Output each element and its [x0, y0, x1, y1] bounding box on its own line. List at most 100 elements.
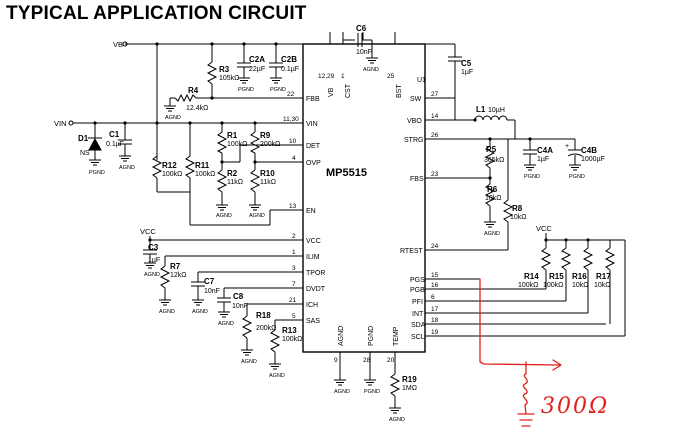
- ref-r19: R19: [402, 375, 417, 384]
- handwritten-annotation: 300Ω: [479, 278, 607, 427]
- ic-u1: MP5515 U1 12,29 VB 1 CST 25 BST 22 FBB 1…: [150, 32, 625, 380]
- pin-ovp: OVP: [306, 160, 321, 167]
- ic-name: MP5515: [326, 167, 367, 179]
- pin-num-int: 17: [431, 306, 439, 313]
- gnd-label-c1: AGND: [119, 165, 135, 171]
- pin-temp: TEMP: [393, 326, 400, 346]
- gnd-label-c4a: PGND: [524, 174, 540, 180]
- diode-d1: D1 NS PGND: [78, 123, 105, 176]
- right-pins: 27 SW 14 VBO 26 STRG 23 FBS 24 RTEST 15 …: [400, 91, 625, 341]
- gnd-label-r19: AGND: [389, 417, 405, 423]
- val-d1: NS: [80, 150, 90, 157]
- ref-r13: R13: [282, 326, 297, 335]
- net-label-vin: VIN: [54, 119, 67, 128]
- vin-rail: VIN: [54, 119, 303, 128]
- ref-r14: R14: [524, 272, 539, 281]
- pin-int: INT: [412, 311, 424, 318]
- resistor-r14: R14 100kΩ: [518, 240, 552, 289]
- val-r9: 200kΩ: [260, 141, 280, 148]
- val-r12: 100kΩ: [162, 171, 182, 178]
- cap-c7: C7 10nF AGND: [191, 272, 220, 315]
- pin-num-det: 10: [289, 138, 297, 145]
- net-label-vcc-right: VCC: [536, 224, 552, 233]
- val-l1: 10µH: [488, 107, 505, 114]
- page-title: TYPICAL APPLICATION CIRCUIT: [6, 3, 307, 24]
- cap-c4a: C4A 1µF PGND: [523, 137, 553, 180]
- val-r3: 105kΩ: [219, 75, 239, 82]
- ref-r10: R10: [260, 169, 275, 178]
- cap-c5: C5 1µF: [394, 32, 473, 98]
- pin-vb: VB: [328, 87, 335, 97]
- pin-strg: STRG: [404, 137, 423, 144]
- resistor-r11: R11 100kΩ: [184, 123, 215, 192]
- ref-r7: R7: [170, 262, 181, 271]
- pin-det: DET: [306, 143, 321, 150]
- val-c2b: 0.1µF: [281, 66, 299, 73]
- val-r17: 10kΩ: [594, 282, 611, 289]
- pin-num-vin: 11,30: [283, 116, 299, 123]
- val-c5: 1µF: [461, 69, 473, 76]
- pin-num-dvdt: 7: [292, 281, 296, 288]
- pin-rtest: RTEST: [400, 248, 424, 255]
- net-label-vb: VB: [113, 40, 123, 49]
- val-r2: 11kΩ: [227, 179, 243, 186]
- val-r4: 12.4kΩ: [186, 105, 208, 112]
- val-r13: 100kΩ: [282, 336, 302, 343]
- pin-num-vcc: 2: [292, 233, 296, 240]
- pin-num-fbb: 22: [287, 91, 295, 98]
- ref-r4: R4: [188, 86, 199, 95]
- gnd-label-pgnd-pin: PGND: [364, 389, 380, 395]
- pin-sda: SDA: [411, 322, 426, 329]
- gnd-label-d1: PGND: [89, 170, 105, 176]
- pin-num-vb: 12,29: [318, 73, 335, 80]
- ref-c1: C1: [109, 130, 120, 139]
- resistor-r13: R13 100kΩ AGND: [268, 320, 302, 379]
- resistor-r12: R12 100kΩ: [151, 121, 190, 193]
- val-r16: 10kΩ: [572, 282, 589, 289]
- ref-c4b: C4B: [581, 146, 597, 155]
- cap-c8: C8 10nF AGND: [217, 288, 248, 327]
- resistor-r19: R19 1MΩ AGND: [388, 372, 417, 423]
- resistor-r15: R15 100kΩ: [543, 240, 572, 301]
- val-r6: 10kΩ: [485, 195, 502, 202]
- ref-l1: L1: [476, 105, 486, 114]
- gnd-label-agnd-pin: AGND: [334, 389, 350, 395]
- pin-pgs: PGS: [410, 277, 425, 284]
- gnd-label-c2b: PGND: [270, 87, 286, 93]
- pin-num-rtest: 24: [431, 243, 439, 250]
- ref-r6: R6: [487, 185, 498, 194]
- val-c3: 1µF: [148, 257, 160, 264]
- pin-num-cst: 1: [341, 73, 345, 80]
- resistor-r18: R18 200kΩ AGND: [240, 304, 276, 365]
- pin-vbo: VBO: [407, 118, 422, 125]
- gnd-label-r10: AGND: [249, 213, 265, 219]
- ref-c4a: C4A: [537, 146, 553, 155]
- ref-r12: R12: [162, 161, 177, 170]
- pin-ich: ICH: [306, 302, 318, 309]
- ref-r11: R11: [195, 161, 210, 170]
- ref-r3: R3: [219, 65, 230, 74]
- gnd-label-c8: AGND: [218, 321, 234, 327]
- inductor-l1: L1 10µH: [454, 98, 516, 139]
- gnd-label-r18: AGND: [241, 359, 257, 365]
- resistor-r10: R10 11kΩ AGND: [248, 160, 276, 219]
- pin-fbs: FBS: [410, 176, 424, 183]
- pin-num-tpor: 3: [292, 265, 296, 272]
- val-r10: 11kΩ: [260, 179, 276, 186]
- pin-bst: BST: [396, 84, 403, 98]
- gnd-label-c4b: PGND: [569, 174, 585, 180]
- ref-d1: D1: [78, 134, 89, 143]
- pin-num-bst: 25: [387, 73, 395, 80]
- ref-c8: C8: [233, 292, 244, 301]
- val-r7: 12kΩ: [170, 272, 187, 279]
- pin-num-agnd: 9: [334, 357, 338, 364]
- ref-c3: C3: [148, 243, 159, 252]
- left-pins: 22 FBB 11,30 VIN 10 DET 4 OVP 13 EN 2 VC…: [150, 91, 326, 325]
- pin-num-sw: 27: [431, 91, 439, 98]
- val-r11: 100kΩ: [195, 171, 215, 178]
- pin-cst: CST: [345, 83, 352, 98]
- pin-sas: SAS: [306, 318, 320, 325]
- pin-num-pgb: 16: [431, 282, 439, 289]
- ref-r18: R18: [256, 311, 271, 320]
